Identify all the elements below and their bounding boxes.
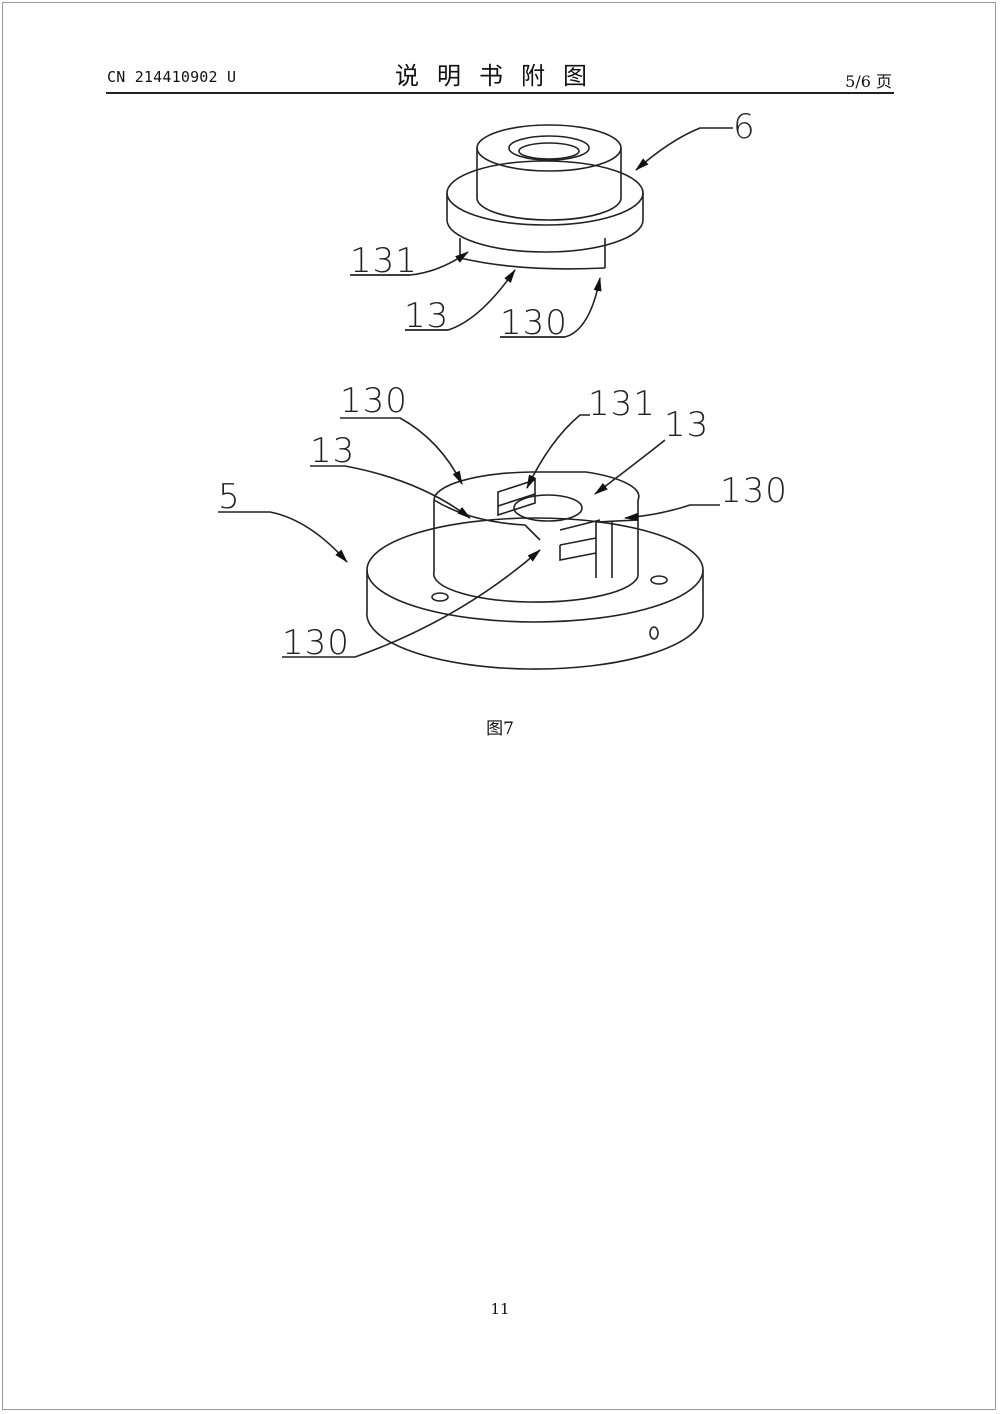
label-131-lower: 131 <box>588 384 656 424</box>
figure-caption: 图7 <box>486 719 514 739</box>
label-130-bottom: 130 <box>282 623 350 663</box>
label-13-upper: 13 <box>404 296 449 336</box>
page-number: 11 <box>490 1300 510 1318</box>
patent-number: CN 214410902 U <box>107 68 237 86</box>
label-131-upper: 131 <box>350 241 418 281</box>
label-part-5: 5 <box>218 477 241 517</box>
page-title: 说明书附图 <box>395 62 605 90</box>
technical-drawing: 6 131 13 130 5 130 13 131 13 130 130 <box>218 107 788 670</box>
upper-component-drawing <box>446 124 644 270</box>
header-rule <box>106 92 894 94</box>
label-130-top: 130 <box>340 381 408 421</box>
lower-component-drawing <box>366 471 704 670</box>
upper-leaders <box>350 127 733 338</box>
label-13-left: 13 <box>310 431 355 471</box>
page-indicator: 5/6 页 <box>845 72 892 91</box>
label-13-right: 13 <box>664 405 709 445</box>
label-part-6: 6 <box>733 107 756 147</box>
label-130-right: 130 <box>720 471 788 511</box>
lower-leaders <box>218 414 720 658</box>
label-130-upper: 130 <box>500 303 568 343</box>
